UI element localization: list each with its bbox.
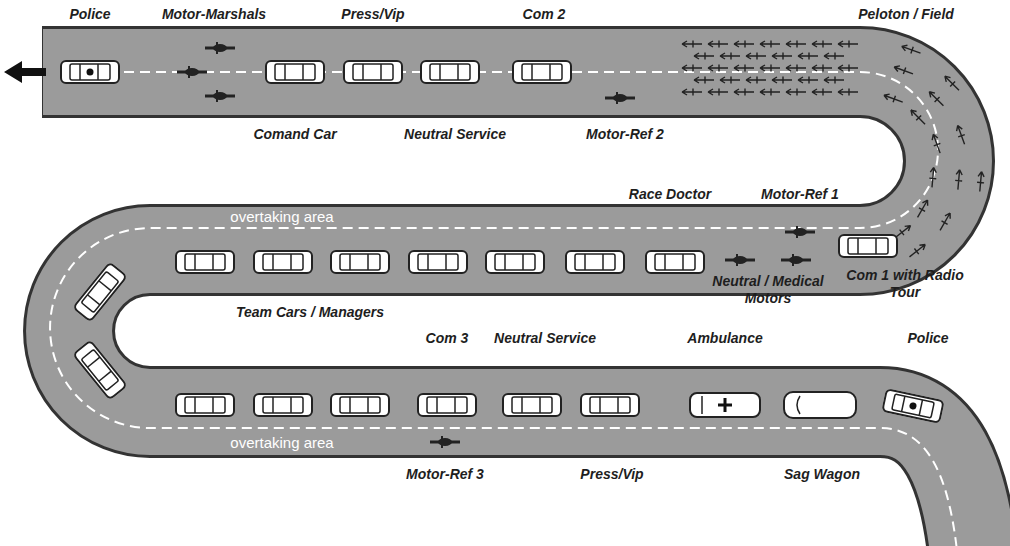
lane-label: overtaking area bbox=[230, 434, 333, 451]
vehicle-label: Motor-Ref 3 bbox=[406, 466, 484, 483]
rider bbox=[942, 74, 961, 93]
vehicle-label: Motor-Ref 1 bbox=[761, 186, 839, 203]
rider bbox=[937, 211, 953, 232]
rider bbox=[883, 92, 904, 105]
rider bbox=[760, 41, 780, 48]
vehicle-label: Police bbox=[69, 6, 110, 23]
rider bbox=[708, 89, 728, 96]
rider bbox=[927, 89, 946, 108]
rider bbox=[812, 41, 832, 48]
rider bbox=[682, 41, 702, 48]
rider bbox=[760, 65, 780, 72]
rider bbox=[720, 53, 740, 60]
rider bbox=[708, 65, 728, 72]
vehicle-label: Com 2 bbox=[523, 6, 566, 23]
rider bbox=[954, 169, 963, 190]
rider bbox=[734, 41, 754, 48]
rider bbox=[908, 108, 927, 127]
vehicle-label: Team Cars / Managers bbox=[236, 304, 384, 321]
vehicle-label: Sag Wagon bbox=[784, 466, 860, 483]
rider bbox=[746, 53, 766, 60]
vehicle-label: Com 1 with Radio Tour bbox=[846, 267, 964, 301]
rider bbox=[682, 89, 702, 96]
rider bbox=[838, 65, 858, 72]
rider bbox=[734, 65, 754, 72]
vehicle-label: Motor-Marshals bbox=[162, 6, 266, 23]
rider bbox=[901, 43, 922, 56]
vehicle-label: Neutral / Medical Motors bbox=[708, 273, 828, 307]
rider bbox=[824, 53, 844, 60]
rider bbox=[786, 41, 806, 48]
rider bbox=[720, 77, 740, 84]
rider bbox=[694, 53, 714, 60]
vehicle-label: Neutral Service bbox=[404, 126, 506, 143]
vehicle-label: Race Doctor bbox=[629, 186, 711, 203]
rider bbox=[824, 77, 844, 84]
rider bbox=[907, 242, 927, 260]
rider bbox=[694, 77, 714, 84]
vehicle-label: Neutral Service bbox=[494, 330, 596, 347]
rider bbox=[772, 53, 792, 60]
lane-label: overtaking area bbox=[230, 208, 333, 225]
vehicle-label: Police bbox=[907, 330, 948, 347]
rider bbox=[976, 171, 985, 192]
vehicle-label: Press/Vip bbox=[341, 6, 404, 23]
vehicle-label: Comand Car bbox=[253, 126, 336, 143]
vehicle-label: Ambulance bbox=[687, 330, 762, 347]
rider bbox=[812, 65, 832, 72]
rider bbox=[760, 89, 780, 96]
rider bbox=[746, 77, 766, 84]
rider bbox=[798, 77, 818, 84]
rider bbox=[682, 65, 702, 72]
rider bbox=[734, 89, 754, 96]
vehicle-label: Com 3 bbox=[426, 330, 469, 347]
rider bbox=[930, 133, 943, 154]
rider bbox=[786, 65, 806, 72]
rider bbox=[928, 167, 937, 188]
vehicle-label: Motor-Ref 2 bbox=[586, 126, 664, 143]
rider bbox=[838, 41, 858, 48]
rider bbox=[772, 77, 792, 84]
rider bbox=[915, 198, 931, 219]
rider bbox=[812, 89, 832, 96]
rider bbox=[893, 64, 914, 77]
vehicle-label: Peloton / Field bbox=[858, 6, 954, 23]
rider bbox=[838, 89, 858, 96]
rider bbox=[954, 124, 967, 145]
rider bbox=[798, 53, 818, 60]
vehicle-label: Press/Vip bbox=[580, 466, 643, 483]
rider bbox=[786, 89, 806, 96]
rider bbox=[708, 41, 728, 48]
